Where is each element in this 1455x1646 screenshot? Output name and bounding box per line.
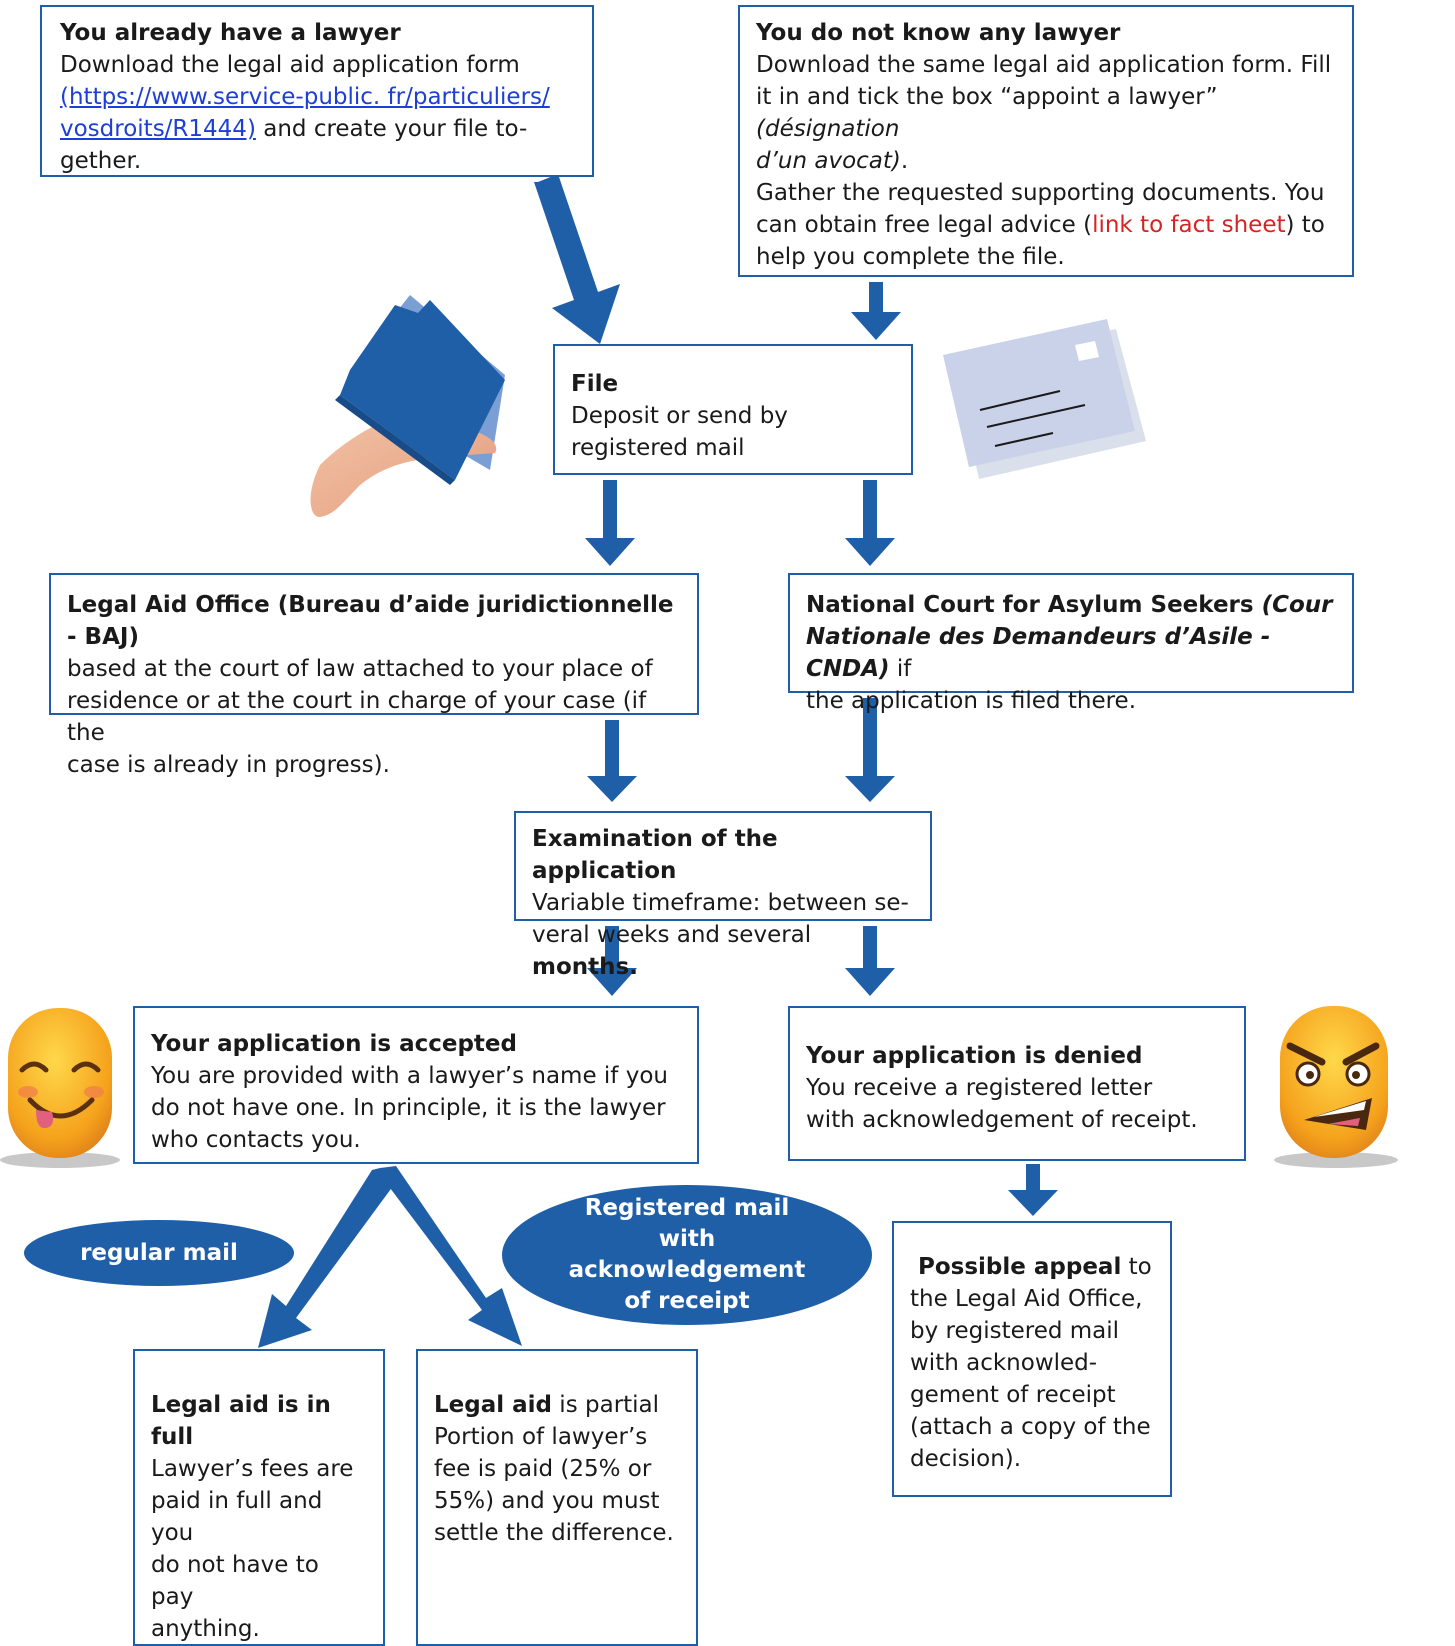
box-baj: Legal Aid Office (Bureau d’aide juridict… xyxy=(49,573,699,778)
ellipse-registered-mail: Registered mail with acknowledgement of … xyxy=(502,1185,872,1325)
box-baj-line1: based at the court of law attached to yo… xyxy=(67,656,653,682)
box-partial: Legal aid is partial Portion of lawyer’s… xyxy=(416,1349,698,1646)
arrow-lawyer-to-file xyxy=(534,174,620,344)
box-full-line: Lawyer’s fees are xyxy=(151,1456,354,1482)
box-partial-title-rest: is partial xyxy=(552,1392,660,1418)
ellipse-registered-line: Registered mail xyxy=(584,1195,790,1221)
arrow-split-to-partial xyxy=(380,1166,522,1346)
arrow-file-to-baj xyxy=(585,480,635,566)
box-appeal-line: gement of receipt xyxy=(910,1382,1116,1408)
box-no-lawyer-line5a: can obtain free legal advice ( xyxy=(756,212,1093,238)
box-denied: Your application is denied You receive a… xyxy=(788,1006,1246,1161)
box-appeal-line: with acknowled- xyxy=(910,1350,1098,1376)
box-file-title: File xyxy=(571,371,619,397)
folder-hand-icon xyxy=(310,295,505,518)
box-denied-line2: with acknowledgement of receipt. xyxy=(806,1107,1198,1133)
ellipse-regular-mail: regular mail xyxy=(24,1220,294,1286)
box-accepted-line1: You are provided with a lawyer’s name if… xyxy=(151,1063,668,1089)
ellipse-registered-line: with xyxy=(658,1226,716,1252)
box-partial-line: fee is paid (25% or xyxy=(434,1456,652,1482)
box-cnda: National Court for Asylum Seekers (Cour … xyxy=(788,573,1354,714)
box-file-line2: registered mail xyxy=(571,435,745,461)
box-appeal-line: by registered mail xyxy=(910,1318,1120,1344)
arrow-file-to-cnda xyxy=(845,480,895,566)
arrow-exam-to-denied xyxy=(845,926,895,996)
box-cnda-title2-rest: if xyxy=(889,656,912,682)
box-has-lawyer: You already have a lawyer Download the l… xyxy=(40,5,594,177)
box-accepted-line2: do not have one. In principle, it is the… xyxy=(151,1095,666,1121)
box-baj-line3: case is already in progress). xyxy=(67,752,390,778)
box-cnda-title2-italic: Nationale des Demandeurs d’Asile - CNDA) xyxy=(806,624,1271,682)
happy-emoji-icon xyxy=(0,1008,120,1168)
box-file-line1: Deposit or send by xyxy=(571,403,788,429)
box-denied-title: Your application is denied xyxy=(806,1043,1143,1069)
box-partial-line: settle the difference. xyxy=(434,1520,674,1546)
box-no-lawyer-line4: Gather the requested supporting document… xyxy=(756,180,1325,206)
box-accepted-title: Your application is accepted xyxy=(151,1031,517,1057)
box-no-lawyer-line5b: ) to xyxy=(1285,212,1325,238)
box-appeal-line: decision). xyxy=(910,1446,1022,1472)
ellipse-registered-line: acknowledgement xyxy=(568,1257,806,1283)
arrow-exam-to-accepted xyxy=(587,926,637,996)
arrow-split-to-full xyxy=(258,1168,396,1348)
box-no-lawyer-line2b: (désignation xyxy=(756,116,900,142)
box-accepted: Your application is accepted You are pro… xyxy=(133,1006,699,1164)
box-cnda-title1: National Court for Asylum Seekers xyxy=(806,592,1262,618)
box-no-lawyer-line3b: . xyxy=(900,148,909,174)
arrow-nolawyer-to-file xyxy=(851,282,901,340)
envelope-icon xyxy=(943,319,1146,479)
box-baj-line2: residence or at the court in charge of y… xyxy=(67,688,647,746)
box-denied-line1: You receive a registered letter xyxy=(806,1075,1153,1101)
box-accepted-line3: who contacts you. xyxy=(151,1127,361,1153)
box-has-lawyer-title: You already have a lawyer xyxy=(60,20,401,46)
box-exam-line2b: months. xyxy=(532,954,638,980)
ellipse-registered-line: of receipt xyxy=(624,1288,750,1314)
box-no-lawyer: You do not know any lawyer Download the … xyxy=(738,5,1354,277)
box-has-lawyer-line3: and create your file to- xyxy=(255,116,528,142)
box-exam-title: Examination of the application xyxy=(532,826,778,884)
box-appeal-title: Possible appeal xyxy=(918,1254,1122,1280)
box-no-lawyer-line1: Download the same legal aid application … xyxy=(756,52,1332,78)
box-cnda-line3: the application is filed there. xyxy=(806,688,1137,714)
angry-emoji-icon xyxy=(1274,1006,1398,1168)
arrow-cnda-to-exam xyxy=(845,698,895,802)
box-appeal-line: (attach a copy of the xyxy=(910,1414,1151,1440)
box-no-lawyer-title: You do not know any lawyer xyxy=(756,20,1121,46)
box-exam-line1: Variable timeframe: between se- xyxy=(532,890,909,916)
box-file: File Deposit or send by registered mail xyxy=(553,344,913,475)
box-cnda-title1-italic: (Cour xyxy=(1261,592,1333,618)
legal-aid-form-link-part1[interactable]: (https://www.service-public. fr/particul… xyxy=(60,84,550,110)
box-full-line: anything. xyxy=(151,1616,260,1642)
box-no-lawyer-line2a: it in and tick the box “appoint a lawyer… xyxy=(756,84,1218,110)
box-appeal-title-rest: to xyxy=(1121,1254,1152,1280)
box-full-title: Legal aid is in full xyxy=(151,1392,331,1450)
box-partial-line: 55%) and you must xyxy=(434,1488,660,1514)
box-baj-title: Legal Aid Office (Bureau d’aide juridict… xyxy=(67,592,674,650)
box-partial-title: Legal aid xyxy=(434,1392,552,1418)
box-exam-line2a: veral weeks and several xyxy=(532,922,812,948)
box-exam: Examination of the application Variable … xyxy=(514,811,932,980)
arrow-denied-to-appeal xyxy=(1008,1164,1058,1216)
box-partial-line: Portion of lawyer’s xyxy=(434,1424,648,1450)
box-no-lawyer-line6: help you complete the file. xyxy=(756,244,1065,270)
box-full-line: paid in full and you xyxy=(151,1488,323,1546)
arrow-baj-to-exam xyxy=(587,720,637,802)
box-appeal: Possible appeal to the Legal Aid Office,… xyxy=(892,1221,1172,1497)
legal-aid-form-link-part2[interactable]: vosdroits/R1444) xyxy=(60,116,256,142)
box-appeal-line: the Legal Aid Office, xyxy=(910,1286,1143,1312)
box-no-lawyer-line3a: d’un avocat) xyxy=(756,148,901,174)
ellipse-regular-mail-label: regular mail xyxy=(80,1239,238,1266)
box-has-lawyer-line1: Download the legal aid application form xyxy=(60,52,520,78)
box-full: Legal aid is in full Lawyer’s fees are p… xyxy=(133,1349,385,1646)
box-full-line: do not have to pay xyxy=(151,1552,319,1610)
fact-sheet-link[interactable]: link to fact sheet xyxy=(1092,212,1286,238)
box-has-lawyer-line4: gether. xyxy=(60,148,142,174)
